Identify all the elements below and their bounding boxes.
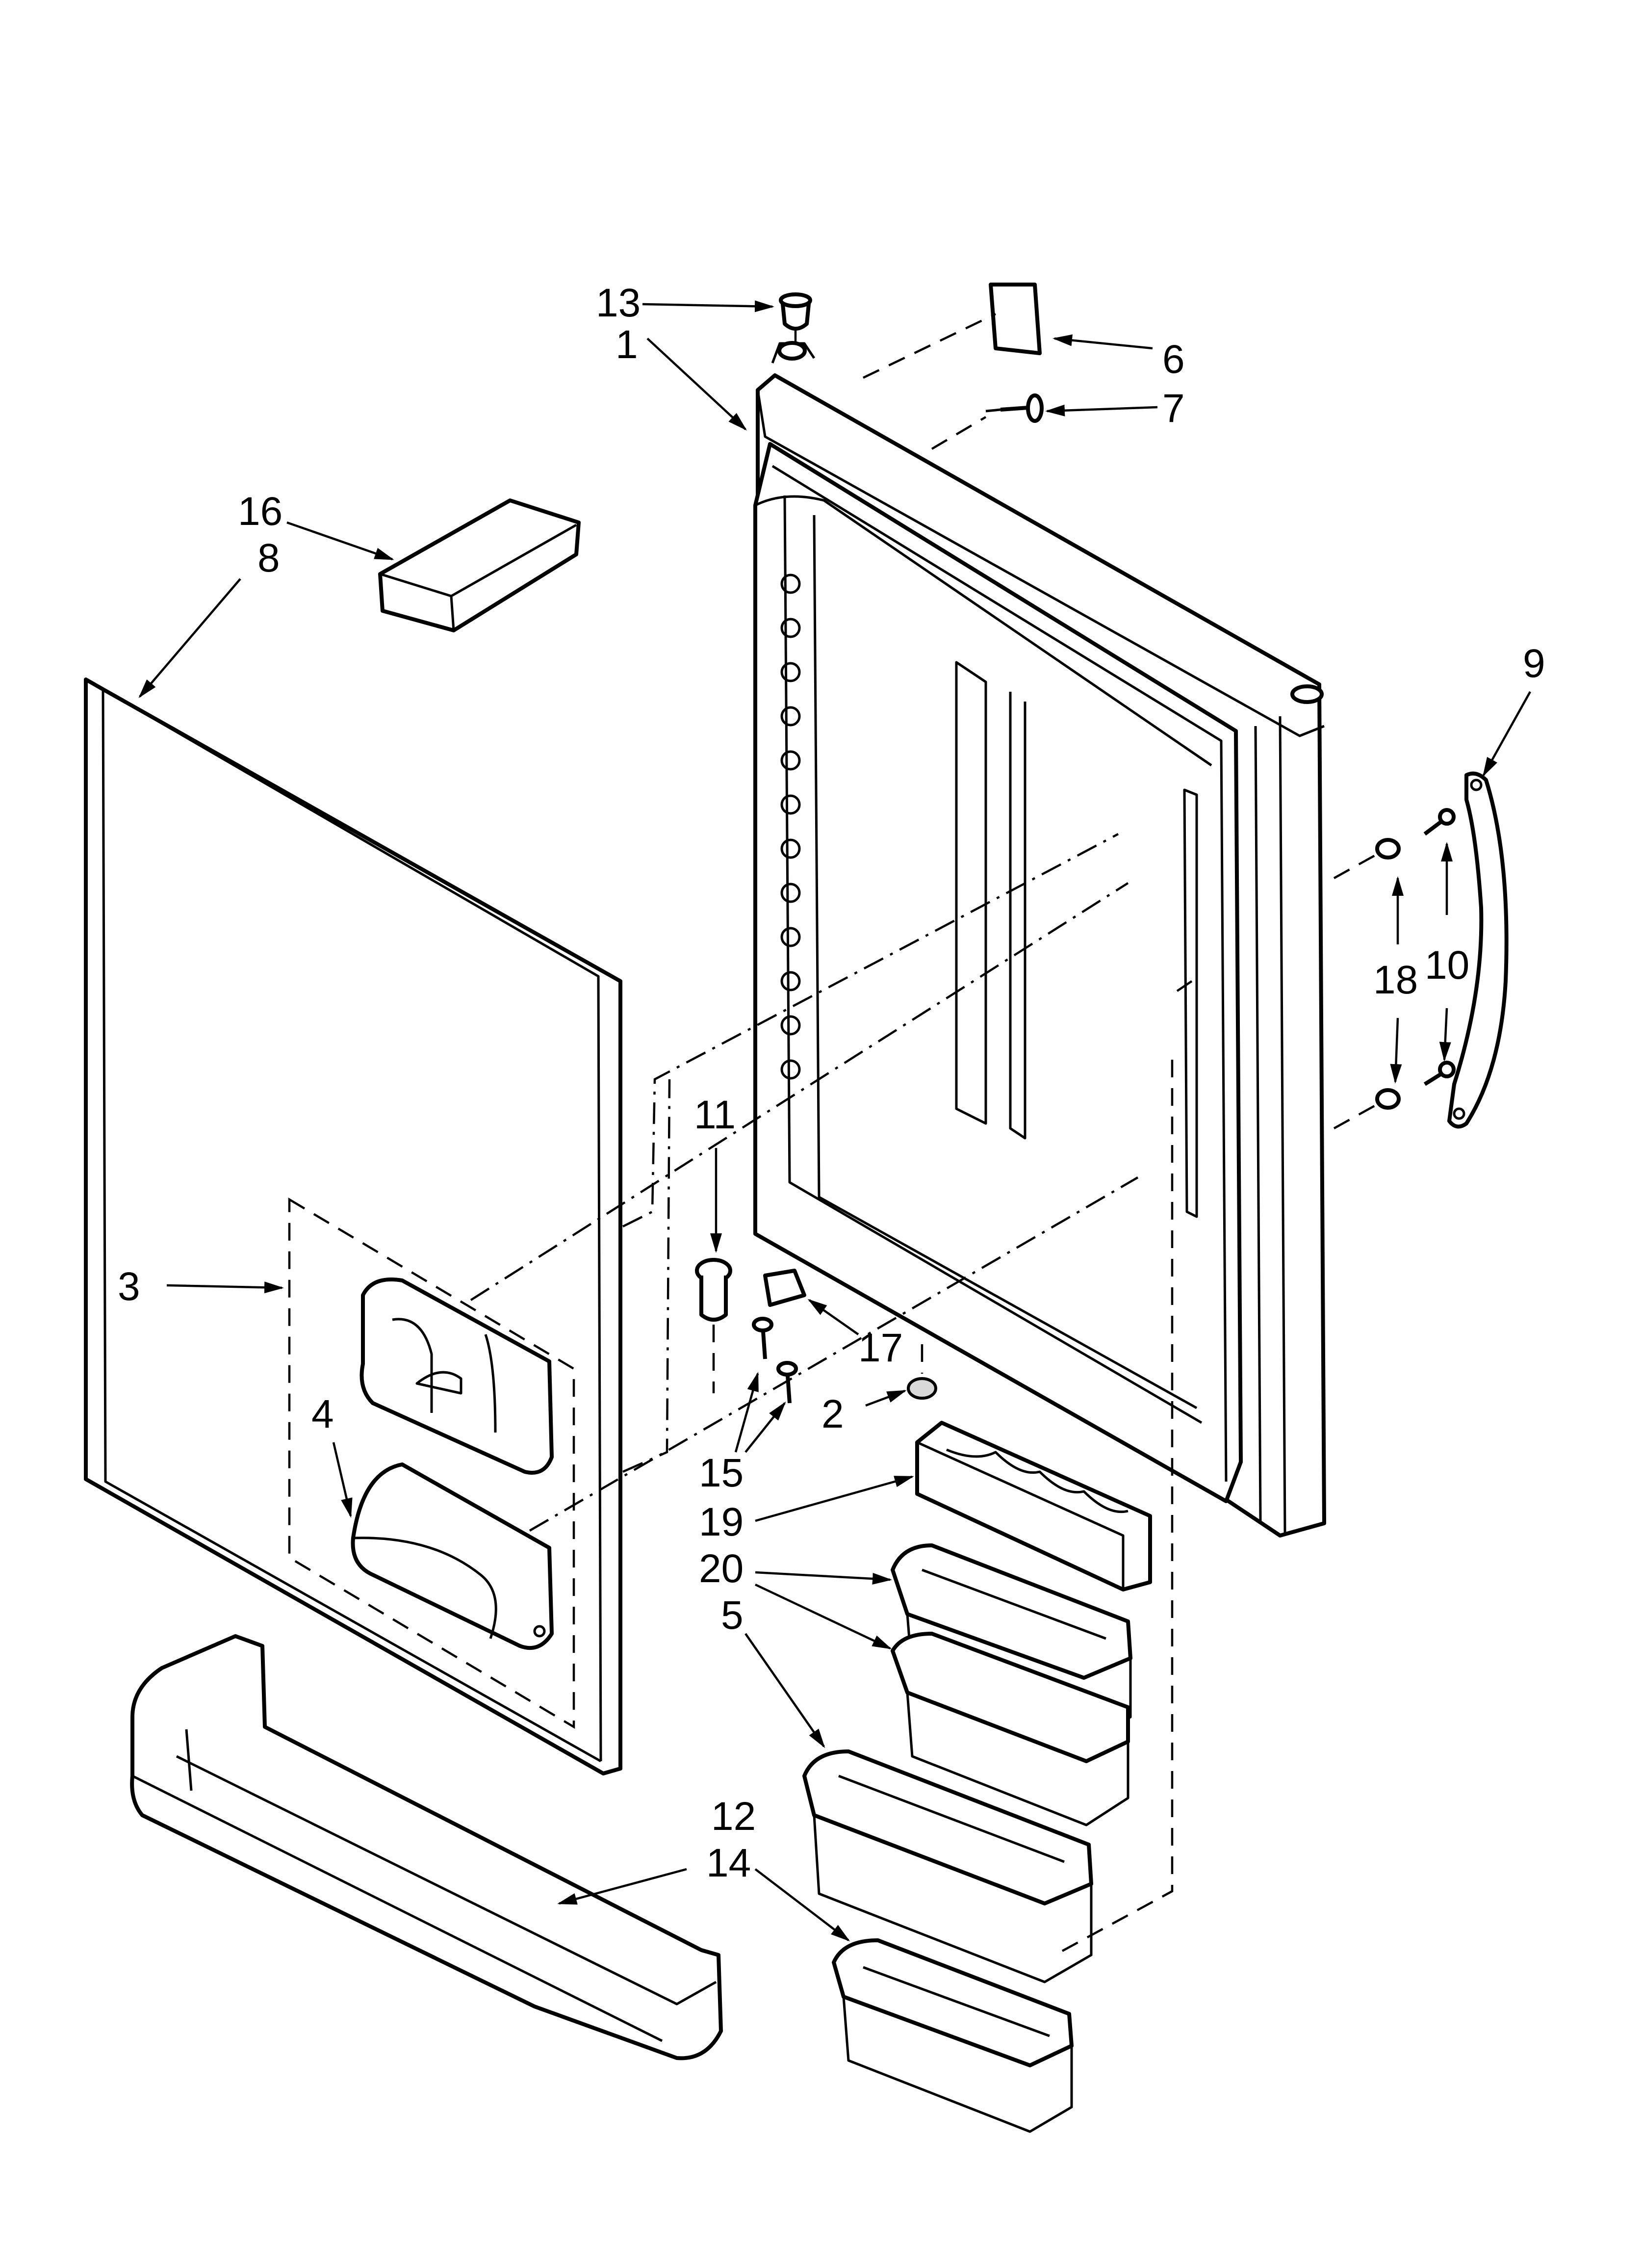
callout-18: 18: [1373, 958, 1418, 1002]
callout-10: 10: [1425, 943, 1469, 988]
bottom-bin: [130, 1634, 723, 2060]
screw-10-bottom: [1423, 1061, 1456, 1086]
egg-tray-19: [915, 1421, 1152, 1591]
callout-4: 4: [311, 1392, 334, 1436]
callout-9: 9: [1523, 641, 1545, 686]
dispenser-module: [359, 1277, 554, 1475]
cap-2: [907, 1377, 937, 1400]
screw-10-top: [1423, 808, 1456, 836]
assembly-lines: [470, 313, 1379, 1954]
callout-2: 2: [821, 1392, 844, 1436]
callout-20: 20: [699, 1546, 744, 1591]
callout-3: 3: [118, 1264, 140, 1309]
callout-labels: 13 1 6 7 16 8 9 18 10 11 3 17 4 2 15 19 …: [118, 281, 1545, 1885]
label-6: [989, 283, 1042, 355]
handle-9: [1447, 771, 1509, 1129]
callout-5: 5: [721, 1593, 744, 1638]
bracket-17: [763, 1269, 806, 1307]
door-bin-5: [802, 1749, 1093, 1983]
leader-lines: [138, 300, 1531, 1942]
callout-14: 14: [706, 1841, 751, 1885]
dairy-bin-16: [378, 498, 581, 632]
callout-12: 12: [711, 1794, 756, 1839]
callout-1: 1: [616, 322, 638, 367]
shelf-clip-column: [780, 574, 801, 1080]
door-assembly: [753, 341, 1326, 1538]
callout-8: 8: [257, 536, 280, 580]
hinge-pin-11: [695, 1258, 732, 1322]
callout-13: 13: [596, 281, 641, 325]
callout-15: 15: [699, 1451, 744, 1495]
screws-15: [752, 1317, 798, 1404]
bin-4: [351, 1462, 554, 1650]
callout-16: 16: [238, 489, 282, 534]
callout-17: 17: [858, 1326, 903, 1370]
callout-7: 7: [1162, 386, 1185, 431]
callout-6: 6: [1162, 337, 1185, 382]
door-panel: [84, 678, 622, 1775]
plug-13: [779, 292, 812, 331]
screw-7: [985, 393, 1044, 423]
door-bin-20b: [891, 1632, 1130, 1826]
spacer-18-top: [1375, 838, 1401, 860]
spacer-18-bottom: [1375, 1088, 1401, 1110]
door-bin-12: [832, 1938, 1074, 2133]
callout-19: 19: [699, 1500, 744, 1544]
callout-11: 11: [694, 1093, 736, 1137]
